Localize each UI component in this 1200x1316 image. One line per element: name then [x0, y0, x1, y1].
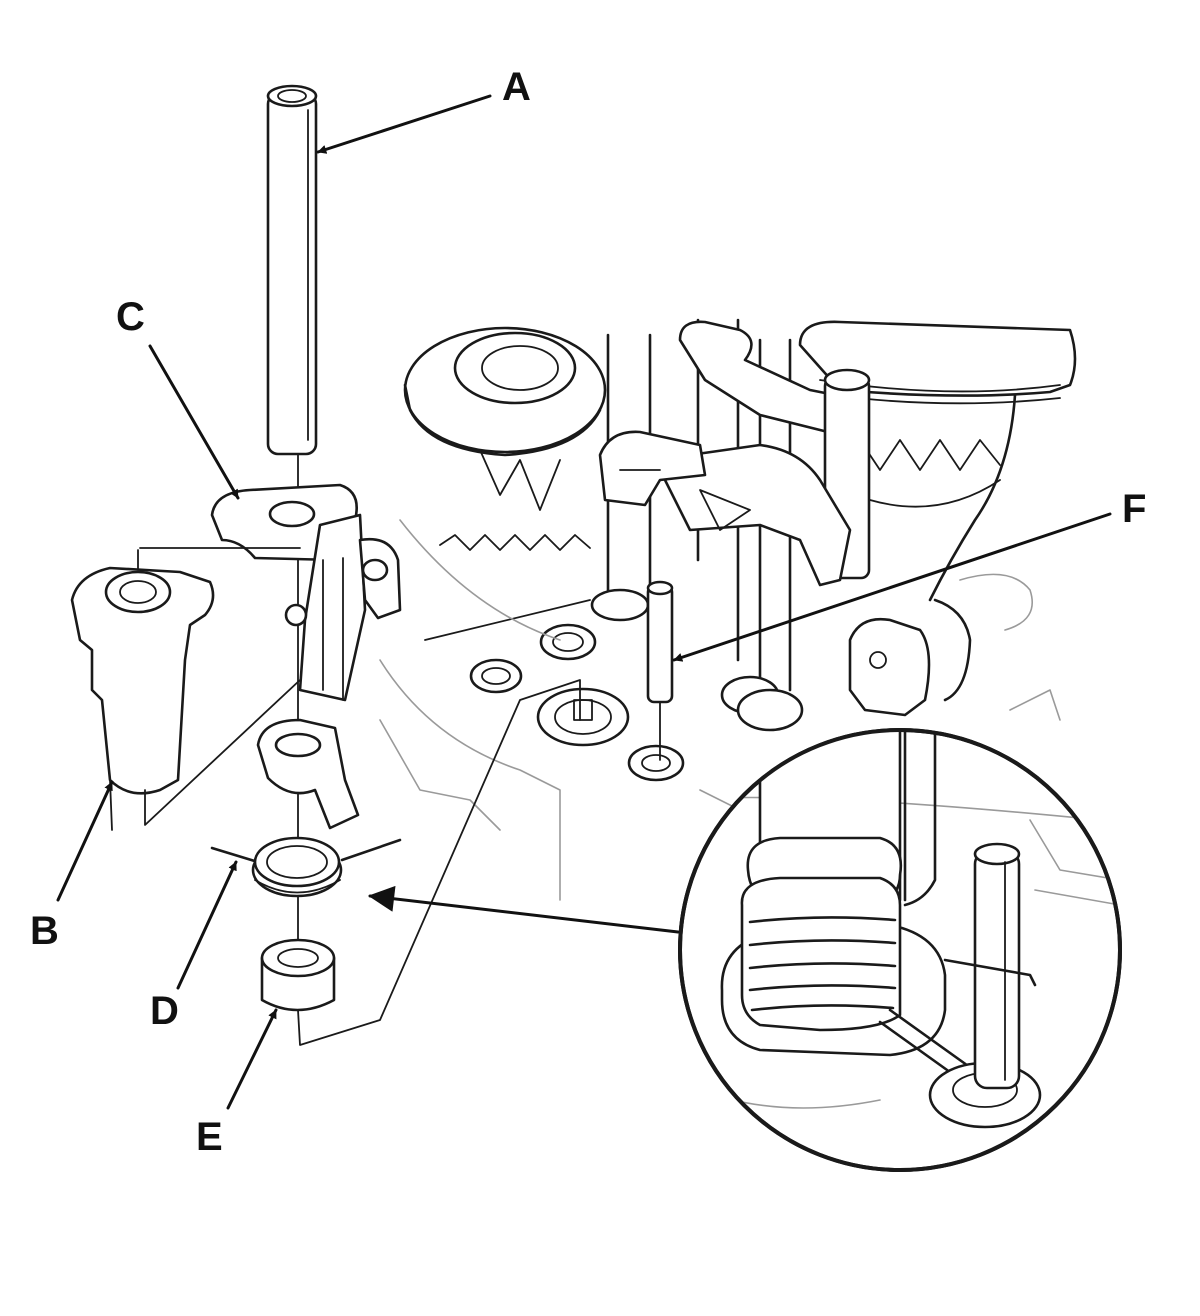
pin-a — [266, 84, 318, 456]
bracket-b — [70, 547, 301, 831]
callout-a: A — [502, 65, 531, 109]
magnified-detail — [678, 728, 1122, 1172]
callout-d: D — [150, 989, 179, 1033]
leader-e — [226, 1008, 278, 1110]
pin-f — [646, 580, 674, 761]
collar-e — [260, 938, 336, 1012]
leader-b — [56, 780, 114, 902]
callout-c: C — [116, 295, 145, 339]
leader-f — [672, 512, 1112, 662]
leader-a — [316, 94, 492, 154]
leader-d — [176, 860, 238, 990]
callout-b: B — [30, 909, 59, 953]
spring-d — [210, 836, 402, 898]
transmission-housing — [379, 318, 1077, 901]
detail-arrow — [368, 885, 680, 934]
leader-c — [148, 344, 240, 500]
callout-f: F — [1122, 487, 1146, 531]
lever-c — [210, 483, 402, 830]
callout-e: E — [196, 1115, 223, 1159]
